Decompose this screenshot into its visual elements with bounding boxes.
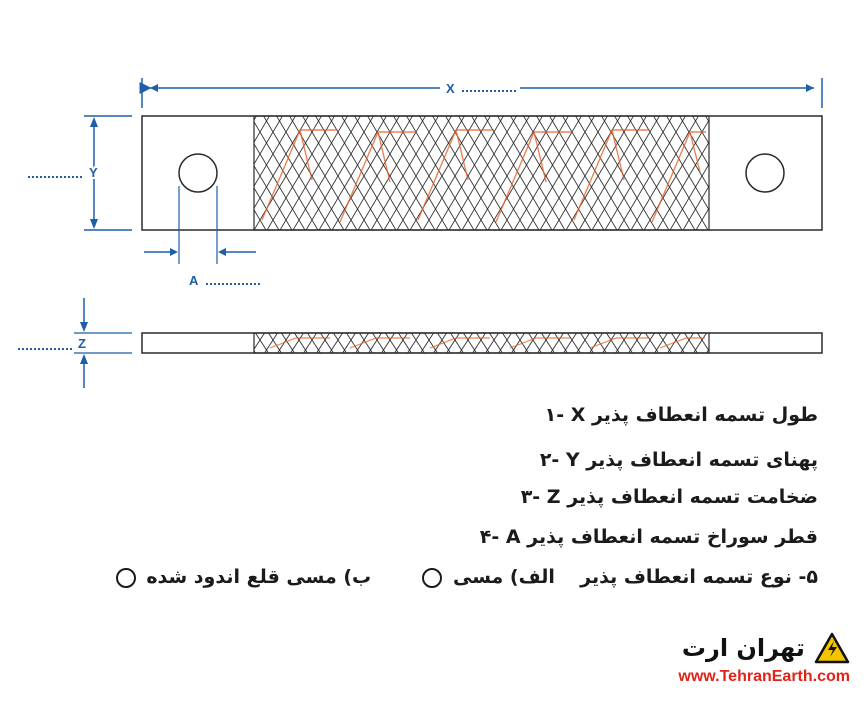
x-dimension-label: X	[446, 81, 455, 96]
option-tinned-copper-radio[interactable]	[115, 567, 136, 588]
legend-item-thickness: ۳- Z ضخامت تسمه انعطاف پذیر	[520, 486, 818, 508]
braided-mesh-section	[253, 115, 710, 231]
mesh-watermark	[261, 129, 706, 223]
strap-side-view	[141, 332, 823, 354]
legend-item-length: ۱- X طول تسمه انعطاف پذیر	[544, 404, 818, 426]
legend-item-hole-diameter: ۴- A قطر سوراخ تسمه انعطاف پذیر	[479, 526, 818, 548]
z-dimension: Z	[18, 298, 132, 388]
right-mounting-hole	[745, 153, 785, 193]
x-dimension: X	[139, 78, 823, 108]
strap-type-label: ۵- نوع تسمه انعطاف پذیر	[580, 566, 818, 588]
earth-warning-logo-icon	[814, 632, 850, 664]
brand-url[interactable]: www.TehranEarth.com	[678, 668, 850, 685]
z-dimension-label: Z	[78, 336, 86, 351]
brand-name: تهران ارت	[681, 634, 805, 662]
option-copper-label: الف) مسی	[452, 566, 555, 588]
option-tinned-copper-label: ب) مسی قلع اندود شده	[146, 566, 372, 588]
option-copper-radio[interactable]	[422, 567, 443, 588]
y-dimension-label: Y	[89, 165, 98, 180]
a-dimension: A	[144, 186, 262, 288]
strap-top-view	[141, 115, 823, 231]
legend-item-width: ۲- Y پهنای تسمه انعطاف پذیر	[539, 449, 818, 471]
a-dimension-label: A	[189, 273, 199, 288]
y-dimension: Y	[28, 115, 132, 231]
strap-technical-drawing: X Y A	[18, 78, 823, 388]
brand-block: تهران ارت www.TehranEarth.com	[678, 632, 850, 686]
legend-item-strap-type: ۵- نوع تسمه انعطاف پذیر الف) مسی ب) مسی …	[112, 566, 818, 588]
left-mounting-hole	[178, 153, 218, 193]
